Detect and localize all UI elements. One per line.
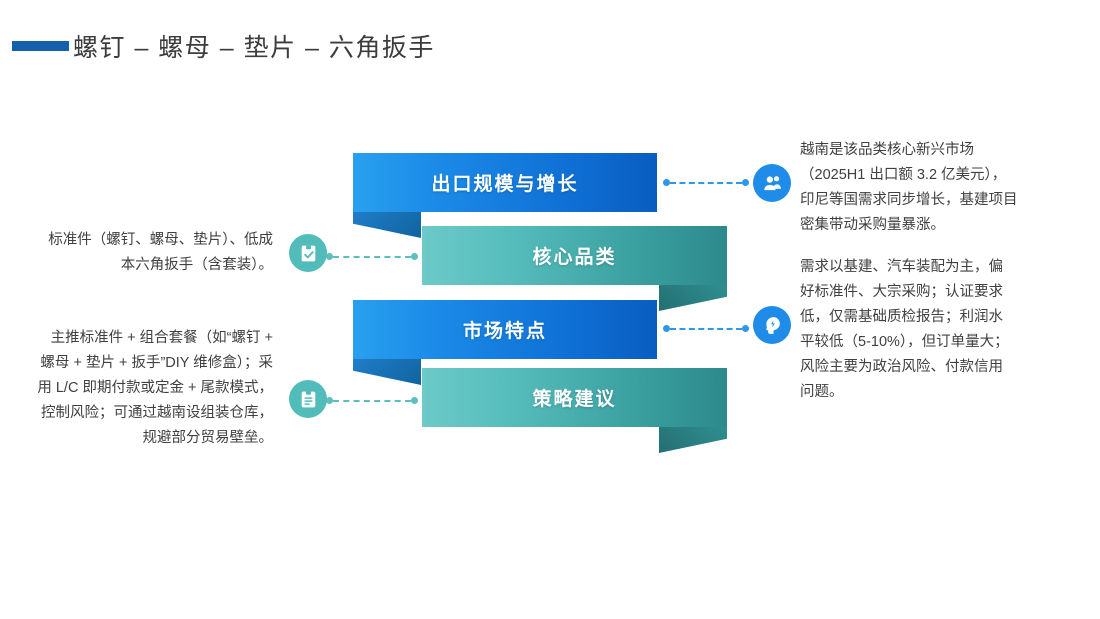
connector-dash [333,399,411,402]
connector-endpoint [326,397,333,404]
connector-dash [670,327,742,330]
banner-fold-tail [659,427,727,453]
banner-fold-tail [353,359,421,385]
connector-endpoint [742,179,749,186]
note-export-scale-growth: 越南是该品类核心新兴市场（2025H1 出口额 3.2 亿美元），印尼等国需求同… [800,138,1018,238]
banner-fold-tail [659,285,727,311]
banner-export-scale-growth[interactable]: 出口规模与增长 [353,153,657,238]
banner-body: 策略建议 [422,368,727,427]
head-idea-icon [765,316,780,334]
connector-endpoint [663,325,670,332]
connector-endpoint [663,179,670,186]
banner-body: 核心品类 [422,226,727,285]
banner-strategy-advice[interactable]: 策略建议 [422,368,727,453]
badge-users[interactable] [753,164,791,202]
note-paragraph: 主推标准件 + 组合套餐（如“螺钉 + 螺母 + 垫片 + 扳手”DIY 维修盒… [37,330,273,446]
header-accent-bar [12,41,69,51]
banner-label: 策略建议 [532,389,617,410]
connector-market-features [663,324,749,333]
connector-core-category [326,252,418,261]
connector-endpoint [742,325,749,332]
badge-checklist[interactable] [289,234,327,272]
note-core-category: 标准件（螺钉、螺母、垫片）、低成本六角扳手（含套装）。 [35,228,273,278]
badge-insight[interactable] [753,306,791,344]
banner-fold-tail [353,212,421,238]
users-icon [763,175,781,190]
page-header: 螺钉 – 螺母 – 垫片 – 六角扳手 [0,28,1100,68]
note-strategy-advice: 主推标准件 + 组合套餐（如“螺钉 + 螺母 + 垫片 + 扳手”DIY 维修盒… [35,326,273,451]
banner-core-category[interactable]: 核心品类 [422,226,727,311]
banner-body: 出口规模与增长 [353,153,657,212]
note-paragraph: 越南是该品类核心新兴市场（2025H1 出口额 3.2 亿美元），印尼等国需求同… [800,142,1018,233]
connector-endpoint [411,397,418,404]
badge-notes[interactable] [289,380,327,418]
connector-export-scale-growth [663,178,749,187]
note-paragraph: 需求以基建、汽车装配为主，偏好标准件、大宗采购；认证要求低，仅需基础质检报告；利… [800,259,1009,400]
note-paragraph: 标准件（螺钉、螺母、垫片）、低成本六角扳手（含套装）。 [48,232,273,273]
banner-body: 市场特点 [353,300,657,359]
clipboard-lines-icon [301,390,315,407]
connector-endpoint [326,253,333,260]
connector-strategy-advice [326,396,418,405]
connector-dash [333,255,411,258]
banner-market-features[interactable]: 市场特点 [353,300,657,385]
connector-dash [670,181,742,184]
page-title: 螺钉 – 螺母 – 垫片 – 六角扳手 [73,34,435,62]
banner-label: 市场特点 [462,321,547,342]
clipboard-check-icon [301,245,315,261]
note-market-features: 需求以基建、汽车装配为主，偏好标准件、大宗采购；认证要求低，仅需基础质检报告；利… [800,255,1014,405]
banner-label: 核心品类 [532,247,617,268]
connector-endpoint [411,253,418,260]
banner-label: 出口规模与增长 [431,174,579,195]
